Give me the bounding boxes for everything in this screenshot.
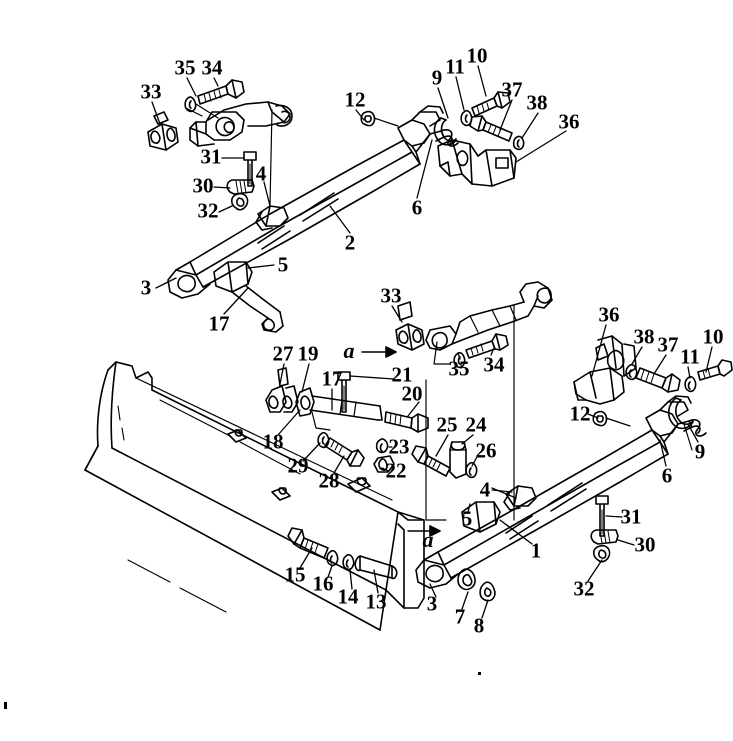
callout-36-upper: 36 [558, 109, 580, 134]
callout-14: 14 [337, 584, 359, 609]
callout-33-upper: 33 [140, 79, 162, 104]
callout-9-lower: 9 [694, 439, 706, 464]
blade [84, 361, 425, 631]
callout-11-upper: 11 [445, 54, 465, 79]
callout-26: 26 [475, 438, 497, 463]
stray-marks [4, 89, 481, 709]
callout-5-upper: 5 [277, 252, 289, 277]
callout-31-lower: 31 [620, 504, 642, 529]
middle-rod-end-assembly [361, 281, 553, 521]
callout-1: 1 [530, 538, 542, 563]
callout-2-upper: 2 [344, 230, 356, 255]
middle-brace-hardware [265, 367, 478, 479]
leader-lines [151, 65, 713, 619]
callout-36-middle: 36 [598, 302, 620, 327]
callout-15: 15 [284, 562, 306, 587]
callout-25: 25 [436, 412, 458, 437]
callout-34-upper: 34 [201, 55, 223, 80]
callout-31-upper: 31 [200, 144, 222, 169]
callout-4-lower: 4 [479, 477, 491, 502]
callout-35-upper: 35 [174, 55, 196, 80]
callout-19: 19 [297, 341, 319, 366]
callout-30-upper: 30 [192, 173, 214, 198]
callout-5-lower: 5 [461, 506, 473, 531]
callout-24: 24 [465, 412, 487, 437]
callout-35-middle: 35 [448, 356, 470, 381]
callout-21: 21 [391, 362, 413, 387]
callout-37-upper: 37 [501, 77, 523, 102]
section-marker-a-lower: a [422, 527, 434, 552]
lower-lift-arm [407, 335, 733, 602]
callout-38-middle: 38 [633, 324, 655, 349]
callout-10-upper: 10 [466, 43, 488, 68]
callout-32-upper: 32 [197, 198, 219, 223]
callout-34-middle: 34 [483, 352, 505, 377]
callout-16: 16 [312, 571, 334, 596]
section-marker-a-upper: a [343, 338, 355, 363]
callout-13: 13 [365, 589, 387, 614]
callout-27: 27 [272, 341, 294, 366]
callout-23: 23 [388, 434, 410, 459]
callout-22: 22 [385, 458, 407, 483]
callout-17-middle: 17 [321, 366, 343, 391]
callout-6-upper: 6 [411, 195, 423, 220]
callout-8: 8 [473, 613, 485, 638]
callout-20: 20 [401, 381, 423, 406]
callout-28: 28 [318, 468, 340, 493]
callout-12-upper: 12 [344, 87, 366, 112]
callout-17-upper: 17 [208, 311, 230, 336]
callout-32-lower: 32 [573, 576, 595, 601]
callout-30-lower: 30 [634, 532, 656, 557]
callout-7: 7 [454, 604, 466, 629]
callout-37-middle: 37 [657, 332, 679, 357]
callout-9-upper: 9 [431, 65, 443, 90]
callout-38-upper: 38 [526, 90, 548, 115]
callout-4-upper: 4 [255, 161, 267, 186]
callout-12-lower: 12 [569, 401, 591, 426]
callout-11-middle: 11 [680, 344, 700, 369]
callout-29: 29 [287, 453, 309, 478]
callout-18: 18 [262, 429, 284, 454]
callout-3-upper: 3 [140, 275, 152, 300]
upper-lift-arm [147, 79, 525, 333]
callout-33-middle: 33 [380, 283, 402, 308]
callout-3-lower: 3 [426, 591, 438, 616]
callout-10-middle: 10 [702, 324, 724, 349]
callout-6-lower: 6 [661, 463, 673, 488]
